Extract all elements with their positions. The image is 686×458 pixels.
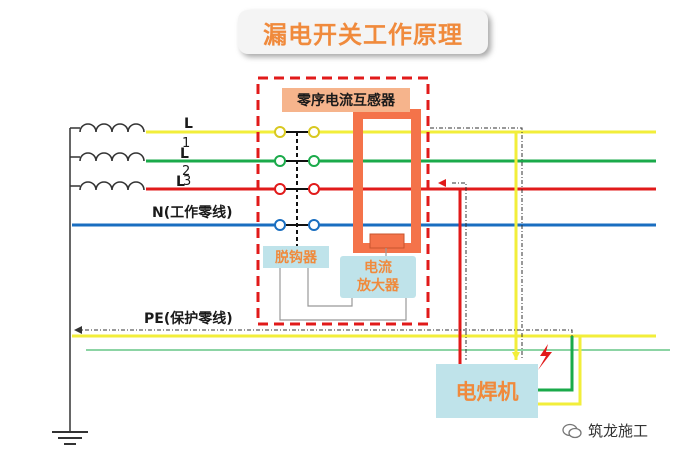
amplifier-box: 电流 放大器	[340, 256, 416, 298]
leakage-spark-icon	[538, 344, 552, 370]
pe-line-label: PE(保护零线)	[144, 311, 233, 327]
welder-pe-wire	[538, 336, 574, 392]
ct-label: 零序电流互感器	[282, 88, 410, 112]
amplifier-label-line1: 电流	[364, 260, 392, 276]
watermark-text: 筑龙施工	[588, 422, 649, 440]
fault-current-path	[76, 127, 573, 360]
contacts-group	[274, 126, 320, 231]
n-line-label: N(工作零线)	[152, 205, 233, 221]
l2-subscript: 2	[182, 164, 191, 179]
page-title: 漏电开关工作原理	[238, 10, 488, 54]
breaker-outline	[256, 76, 430, 326]
l3-subscript: 3	[183, 174, 192, 189]
coil-l2-icon	[79, 152, 145, 162]
watermark: 筑龙施工	[562, 420, 648, 441]
l3-letter: L	[176, 174, 185, 190]
coil-l3-icon	[79, 181, 145, 191]
welder-label: 电焊机	[436, 364, 538, 418]
l1-subscript: 1	[182, 136, 191, 151]
ct-core	[353, 109, 421, 253]
l2-letter: L	[180, 146, 189, 162]
coil-l1-icon	[79, 123, 145, 133]
ground-symbol-icon	[52, 431, 88, 445]
trip-device-label: 脱钩器	[263, 246, 329, 268]
control-wiring	[279, 248, 407, 321]
ct-winding	[369, 233, 405, 249]
wechat-icon	[562, 423, 582, 438]
amplifier-label-line2: 放大器	[357, 278, 399, 294]
l1-letter: L	[184, 116, 193, 132]
